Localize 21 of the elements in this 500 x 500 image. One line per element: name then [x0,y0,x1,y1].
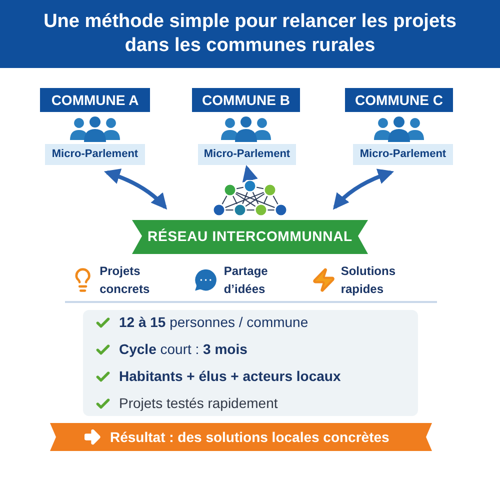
checklist-item: 12 à 15 personnes / commune [119,313,308,332]
result-banner [50,423,432,451]
result-text: Résultat : des solutions locales concrètes [110,428,390,446]
double-arrow [332,168,394,210]
feature-label: Partage d’idées [224,263,269,298]
checklist-panel [83,310,418,416]
feature-label: Projets concrets [100,263,151,298]
double-arrow [242,165,258,183]
title: Une méthode simple pour relancer les projets dans les communes rurales [42,10,458,58]
micro-parlement-box: Micro-Parlement [353,144,453,165]
commune-header: COMMUNE C [345,88,453,112]
micro-parlement-box: Micro-Parlement [45,144,145,165]
network-ribbon: RÉSEAU INTERCOMMUNNAL [132,218,368,254]
checklist-item: Habitants + élus + acteurs locaux [119,367,341,386]
checklist-item: Cycle court : 3 mois [119,340,248,359]
feature-label: Solutions rapides [340,263,396,298]
commune-header: COMMUNE A [40,88,150,112]
commune-header: COMMUNE B [192,88,300,112]
double-arrow [104,168,168,210]
micro-parlement-box: Micro-Parlement [198,144,296,165]
checklist-item: Projets testés rapidement [119,394,278,413]
